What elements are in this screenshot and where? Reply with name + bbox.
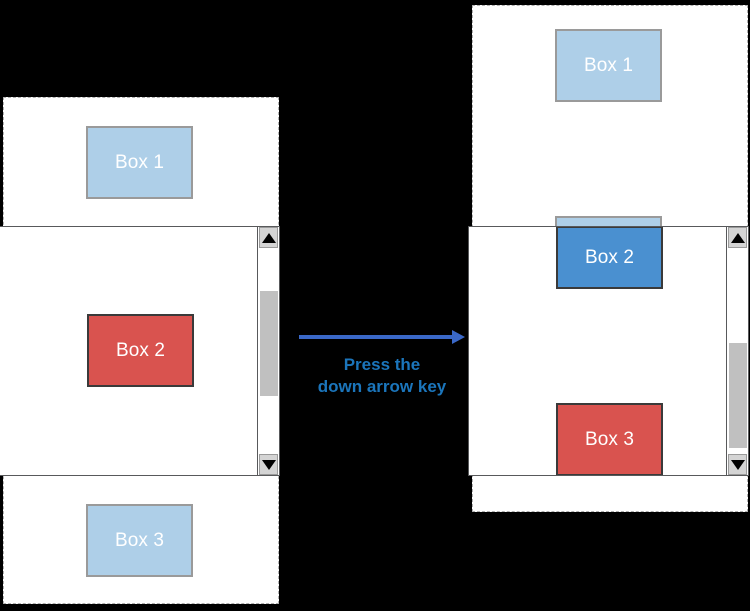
after-box-3-label: Box 3 bbox=[584, 429, 635, 450]
before-box-2-label: Box 2 bbox=[115, 340, 166, 361]
triangle-down-icon bbox=[261, 459, 276, 470]
before-scrollbar-down-button[interactable] bbox=[259, 454, 278, 475]
before-scrollbar-thumb[interactable] bbox=[260, 291, 278, 396]
before-box-1: Box 1 bbox=[86, 126, 193, 199]
before-viewport[interactable]: Box 2 bbox=[0, 226, 280, 476]
after-scrollbar[interactable] bbox=[726, 227, 748, 475]
before-scrollbar[interactable] bbox=[257, 227, 279, 475]
after-viewport[interactable]: Box 2 Box 3 bbox=[468, 226, 749, 476]
before-box-3: Box 3 bbox=[86, 504, 193, 577]
before-box-1-label: Box 1 bbox=[114, 152, 165, 173]
callout-text: Press the down arrow key bbox=[317, 355, 447, 397]
before-box-2: Box 2 bbox=[87, 314, 194, 387]
after-box-1-label: Box 1 bbox=[583, 55, 634, 76]
triangle-up-icon bbox=[730, 232, 745, 243]
after-box-2-clipped-top bbox=[555, 216, 662, 226]
before-box-3-label: Box 3 bbox=[114, 530, 165, 551]
arrow-shaft bbox=[299, 335, 453, 339]
after-scrollbar-thumb[interactable] bbox=[729, 343, 747, 448]
after-box-1: Box 1 bbox=[555, 29, 662, 102]
after-scrollbar-down-button[interactable] bbox=[728, 454, 747, 475]
after-scrollbar-up-button[interactable] bbox=[728, 227, 747, 248]
transition-arrow bbox=[299, 330, 465, 344]
callout: Press the down arrow key bbox=[299, 330, 465, 398]
after-box-2: Box 2 bbox=[556, 227, 663, 289]
before-scrollbar-up-button[interactable] bbox=[259, 227, 278, 248]
after-box-2-label: Box 2 bbox=[584, 247, 635, 268]
arrow-head-icon bbox=[452, 330, 465, 344]
triangle-up-icon bbox=[261, 232, 276, 243]
after-box-3: Box 3 bbox=[556, 403, 663, 475]
triangle-down-icon bbox=[730, 459, 745, 470]
